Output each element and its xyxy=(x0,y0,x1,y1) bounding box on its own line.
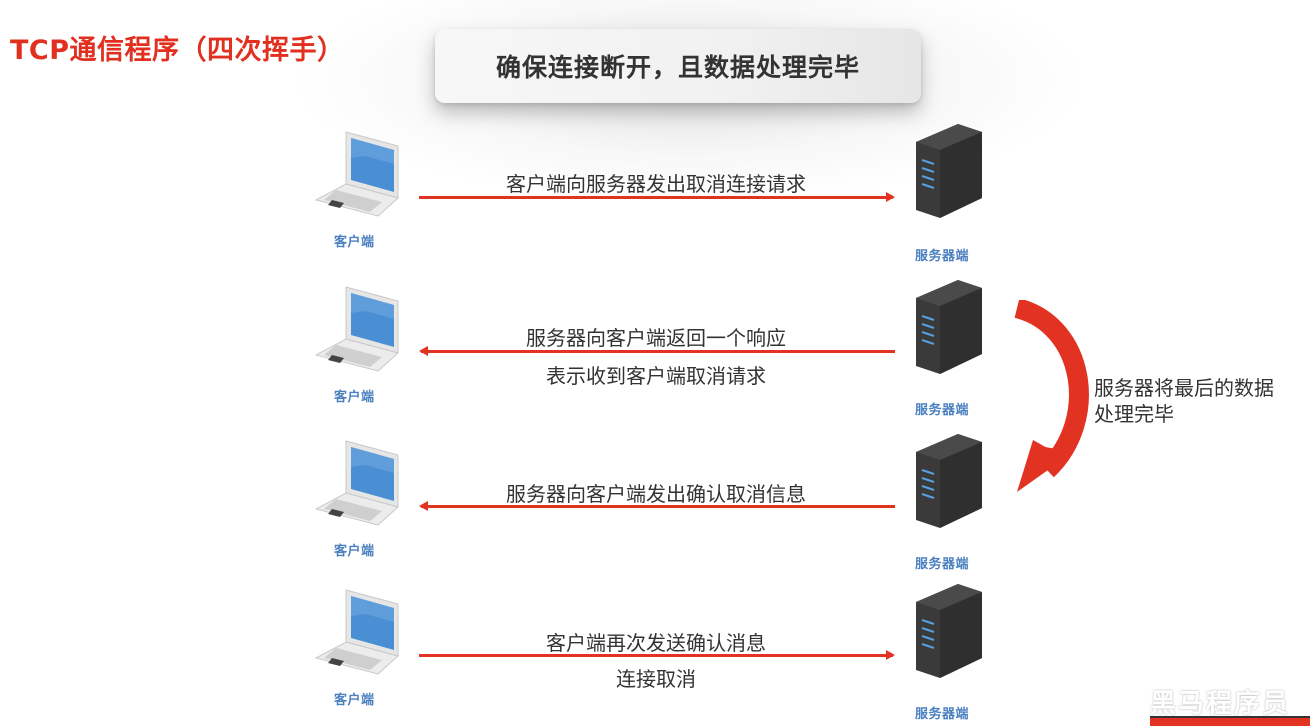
server-node-4 xyxy=(908,580,988,684)
server-label-3: 服务器端 xyxy=(915,557,970,572)
server-node-3 xyxy=(908,430,988,534)
server-label-2: 服务器端 xyxy=(915,403,970,418)
side-note-line1: 服务器将最后的数据 xyxy=(1094,376,1274,400)
laptop-icon xyxy=(306,586,406,676)
laptop-icon xyxy=(306,437,406,527)
headline-text: 确保连接断开，且数据处理完毕 xyxy=(495,53,860,82)
client-label-3: 客户端 xyxy=(334,544,375,559)
step-2-message-line1: 服务器向客户端返回一个响应 xyxy=(526,326,786,350)
client-label-4: 客户端 xyxy=(334,693,375,708)
step-2-message-line2: 表示收到客户端取消请求 xyxy=(546,364,766,388)
side-note: 服务器将最后的数据 处理完毕 xyxy=(1094,375,1274,427)
step-4-message-line2: 连接取消 xyxy=(616,667,696,691)
client-node-1 xyxy=(306,128,406,222)
step-4-message-line1: 客户端再次发送确认消息 xyxy=(546,631,766,655)
side-note-line2: 处理完毕 xyxy=(1094,402,1174,426)
server-tower-icon xyxy=(908,580,988,680)
laptop-icon xyxy=(306,283,406,373)
server-tower-icon xyxy=(908,430,988,530)
client-node-3 xyxy=(306,437,406,531)
step-4-arrow-right xyxy=(419,650,895,660)
curved-arrow-icon xyxy=(1014,300,1089,492)
server-label-1: 服务器端 xyxy=(915,249,970,264)
slide-title: TCP通信程序（四次挥手） xyxy=(10,35,345,66)
server-tower-icon xyxy=(908,276,988,376)
server-tower-icon xyxy=(908,120,988,220)
step-3-arrow-left xyxy=(419,501,895,511)
server-label-4: 服务器端 xyxy=(915,707,970,722)
laptop-icon xyxy=(306,128,406,218)
step-2-arrow-left xyxy=(419,346,895,356)
server-node-2 xyxy=(908,276,988,380)
step-1-arrow-right xyxy=(419,192,895,202)
client-node-2 xyxy=(306,283,406,377)
client-label-2: 客户端 xyxy=(334,390,375,405)
watermark: 黑马程序员 xyxy=(1150,689,1291,719)
watermark-bar xyxy=(1150,716,1310,726)
client-node-4 xyxy=(306,586,406,680)
step-1-message: 客户端向服务器发出取消连接请求 xyxy=(506,172,806,196)
client-label-1: 客户端 xyxy=(334,235,375,250)
server-node-1 xyxy=(908,120,988,224)
headline-box: 确保连接断开，且数据处理完毕 xyxy=(435,29,921,103)
step-3-message: 服务器向客户端发出确认取消信息 xyxy=(506,482,806,506)
